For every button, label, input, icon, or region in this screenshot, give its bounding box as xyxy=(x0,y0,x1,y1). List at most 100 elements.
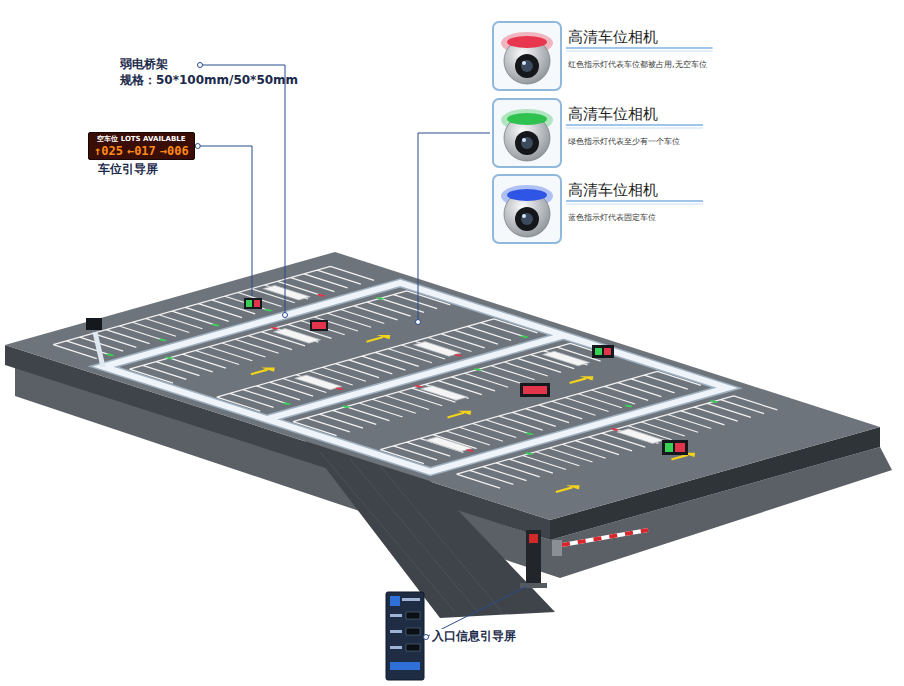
screen-count: →006 xyxy=(160,144,189,158)
small-screen-digit xyxy=(523,386,547,394)
car xyxy=(295,375,342,390)
lens-highlight xyxy=(522,61,526,65)
camera-frame xyxy=(493,99,561,167)
car xyxy=(414,342,461,357)
camera-lens xyxy=(515,54,539,78)
small-screen xyxy=(310,320,328,331)
indicator-dot xyxy=(210,323,221,326)
indicator-dot xyxy=(105,353,116,356)
indicator-dot xyxy=(519,335,530,338)
small-screen xyxy=(520,383,550,397)
underline-main xyxy=(566,47,713,49)
indicator-dot xyxy=(158,338,169,341)
camera-frame xyxy=(493,175,561,243)
small-screen-digit xyxy=(604,348,611,355)
leader-dot xyxy=(195,144,200,149)
lane-arrow xyxy=(360,333,397,344)
cable-tray xyxy=(103,283,727,472)
indicator-dot xyxy=(709,400,720,403)
underline-thin xyxy=(566,128,703,129)
camera-lens-glass xyxy=(521,213,533,225)
ramp xyxy=(305,441,555,618)
entrance-screen-row xyxy=(390,614,402,617)
guidance-screen: 空车位 LOTS AVAILABLE↑025 ←017 →006 xyxy=(88,132,195,160)
screen-heading: 空车位 LOTS AVAILABLE xyxy=(94,135,189,144)
callout-label: 弱电桥架 xyxy=(120,57,168,72)
parking-row xyxy=(457,396,778,488)
indicator-dot xyxy=(341,405,352,408)
camera-icon xyxy=(492,21,564,93)
indicator-ring xyxy=(507,189,547,201)
screen-count: ←017 xyxy=(127,144,156,158)
lane-arrow xyxy=(563,374,600,385)
camera-notes: 蓝色指示灯代表固定车位 xyxy=(568,213,697,223)
small-screen-digit xyxy=(312,322,326,329)
indicator-dot xyxy=(453,354,464,357)
lens-highlight xyxy=(522,214,526,218)
indicator-dot xyxy=(316,294,327,297)
entrance-screen-digit xyxy=(406,628,420,635)
small-screen-digit xyxy=(665,443,673,452)
indicator-dot xyxy=(473,368,484,371)
car xyxy=(543,351,590,366)
indicator-dot xyxy=(623,404,634,407)
underline-main xyxy=(566,200,703,202)
camera-note: 绿色指示灯代表至少有一个车位 xyxy=(568,137,697,147)
underline-main xyxy=(566,124,703,126)
leader-line xyxy=(198,146,252,296)
camera-panel: 高清车位相机红色指示灯代表车位都被占用,无空车位 xyxy=(490,20,715,92)
underline-thin xyxy=(566,204,703,205)
indicator-dot xyxy=(375,297,386,300)
leader-dot xyxy=(283,313,288,318)
entrance-post-logo xyxy=(529,534,538,543)
underline-thin xyxy=(566,51,713,52)
leader-line xyxy=(200,65,285,315)
camera-title: 高清车位相机 xyxy=(568,28,707,46)
small-screen xyxy=(592,345,614,358)
parking-floor xyxy=(5,252,880,520)
camera-notes: 红色指示灯代表车位都被占用,无空车位 xyxy=(568,60,707,70)
lens-highlight xyxy=(522,138,526,142)
camera-panel: 高清车位相机绿色指示灯代表至少有一个车位 xyxy=(490,97,705,169)
indicator-dot xyxy=(524,432,535,435)
entrance-screen-logo xyxy=(390,596,400,606)
barrier-stripes xyxy=(562,530,648,545)
indicator-dot xyxy=(334,387,345,390)
indicator-ring xyxy=(507,36,547,48)
car xyxy=(617,429,664,444)
camera-lens-glass xyxy=(521,60,533,72)
camera-panel: 高清车位相机蓝色指示灯代表固定车位 xyxy=(490,173,705,245)
entrance-screen-bar xyxy=(390,662,420,670)
camera-lens-glass xyxy=(521,137,533,149)
entrance-screen-row xyxy=(390,630,402,633)
camera-lens xyxy=(515,207,539,231)
car xyxy=(421,386,468,401)
leader-dot xyxy=(416,320,421,325)
indicator-dot xyxy=(269,327,280,330)
camera-title: 高清车位相机 xyxy=(568,105,697,123)
camera-title: 高清车位相机 xyxy=(568,181,697,199)
car xyxy=(425,437,472,452)
camera-icon xyxy=(492,98,564,170)
cable-tray-edge xyxy=(103,283,727,472)
camera-lens xyxy=(515,131,539,155)
entrance-screen xyxy=(386,592,424,680)
slab-top xyxy=(5,252,880,520)
indicator-dot xyxy=(281,402,292,405)
screen-count: ↑025 xyxy=(94,144,123,158)
small-screen xyxy=(86,318,102,330)
barrier-arm xyxy=(562,530,648,545)
small-screen-digit xyxy=(675,443,685,452)
entrance-screen-digit xyxy=(406,612,420,619)
camera-note: 蓝色指示灯代表固定车位 xyxy=(568,213,697,223)
small-screen xyxy=(244,298,262,309)
callout-label: 车位引导屏 xyxy=(98,162,158,177)
entrance-screen-row xyxy=(402,598,420,601)
camera-note: 红色指示灯代表车位都被占用,无空车位 xyxy=(568,60,707,70)
indicator-dot xyxy=(610,428,621,431)
barrier-base xyxy=(552,540,562,556)
lane-arrow xyxy=(244,365,281,376)
small-screen-digit xyxy=(595,348,602,355)
